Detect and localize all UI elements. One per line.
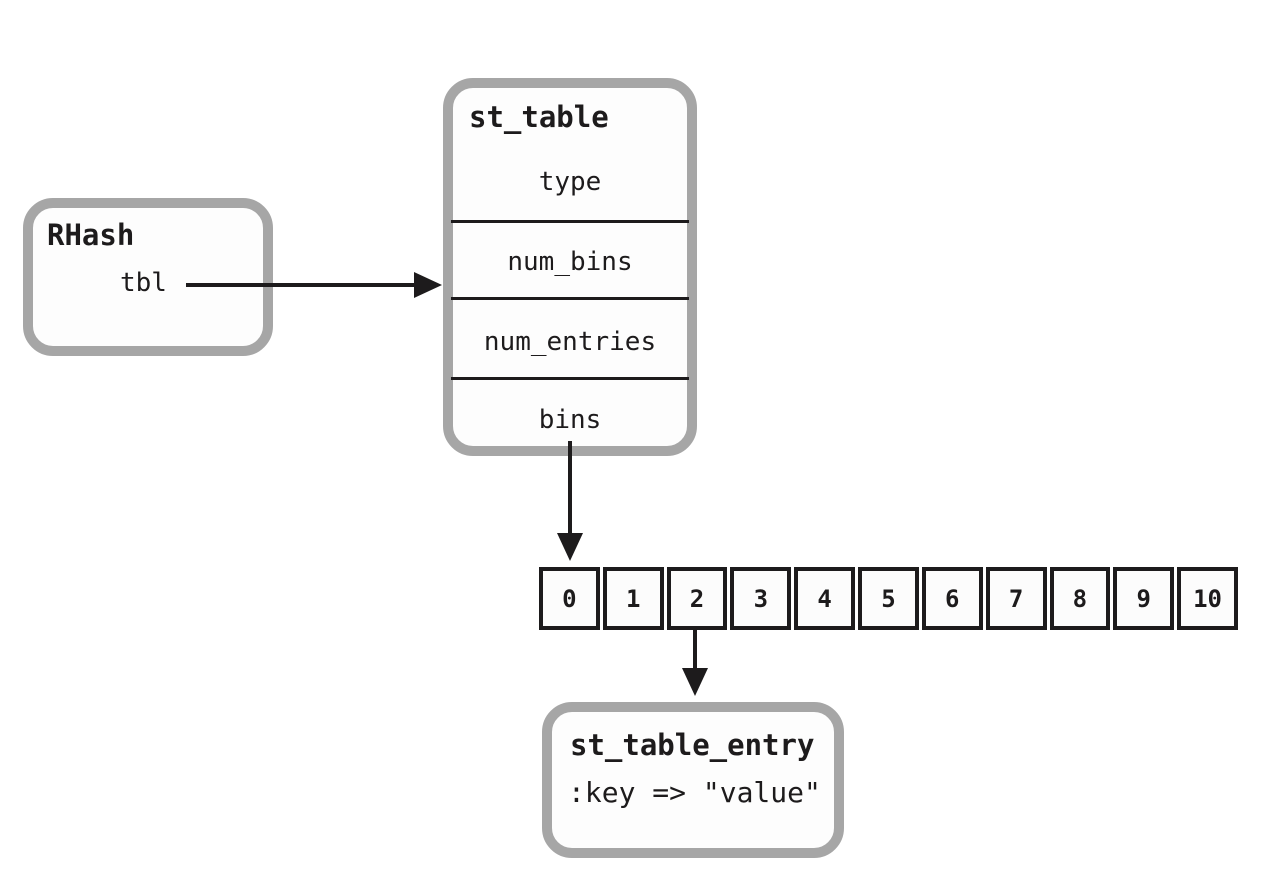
arrow-bin2-to-entry-line xyxy=(693,630,697,670)
st-table-entry-key-value: :key => "value" xyxy=(568,776,821,809)
st-table-separator-2 xyxy=(451,297,689,300)
bin-cell-10: 10 xyxy=(1177,567,1238,630)
bin-cell-0: 0 xyxy=(539,567,600,630)
rhash-title: RHash xyxy=(47,218,135,252)
rhash-box: RHash tbl xyxy=(23,198,273,356)
bin-cell-2: 2 xyxy=(666,567,728,630)
st-table-entry-box: st_table_entry :key => "value" xyxy=(542,702,844,858)
st-table-field-type: type xyxy=(538,167,602,197)
bin-cell-5: 5 xyxy=(858,567,919,630)
bin-cell-9: 9 xyxy=(1113,567,1175,630)
bin-cell-6: 6 xyxy=(921,567,983,630)
bin-cell-1: 1 xyxy=(602,567,664,630)
bin-cell-8: 8 xyxy=(1049,567,1111,630)
st-table-field-num-bins: num_bins xyxy=(507,247,633,277)
st-table-field-bins: bins xyxy=(538,405,602,435)
bins-array: 0 1 2 3 4 5 6 7 8 9 10 xyxy=(539,567,1238,630)
arrow-tbl-to-st-table-head-icon xyxy=(414,272,442,298)
rhash-field-tbl: tbl xyxy=(120,268,167,298)
st-table-title: st_table xyxy=(469,100,609,134)
st-table-box: st_table type num_bins num_entries bins xyxy=(443,78,697,456)
arrow-tbl-to-st-table-line xyxy=(186,283,416,287)
arrow-bins-to-array-head-icon xyxy=(557,533,583,561)
bin-cell-3: 3 xyxy=(730,567,792,630)
st-table-field-num-entries: num_entries xyxy=(483,327,657,357)
arrow-bins-to-array-line xyxy=(568,441,572,535)
st-table-separator-3 xyxy=(451,377,689,380)
bin-cell-7: 7 xyxy=(985,567,1047,630)
st-table-entry-title: st_table_entry xyxy=(570,728,815,762)
bin-cell-4: 4 xyxy=(794,567,856,630)
arrow-bin2-to-entry-head-icon xyxy=(682,668,708,696)
st-table-separator-1 xyxy=(451,220,689,223)
